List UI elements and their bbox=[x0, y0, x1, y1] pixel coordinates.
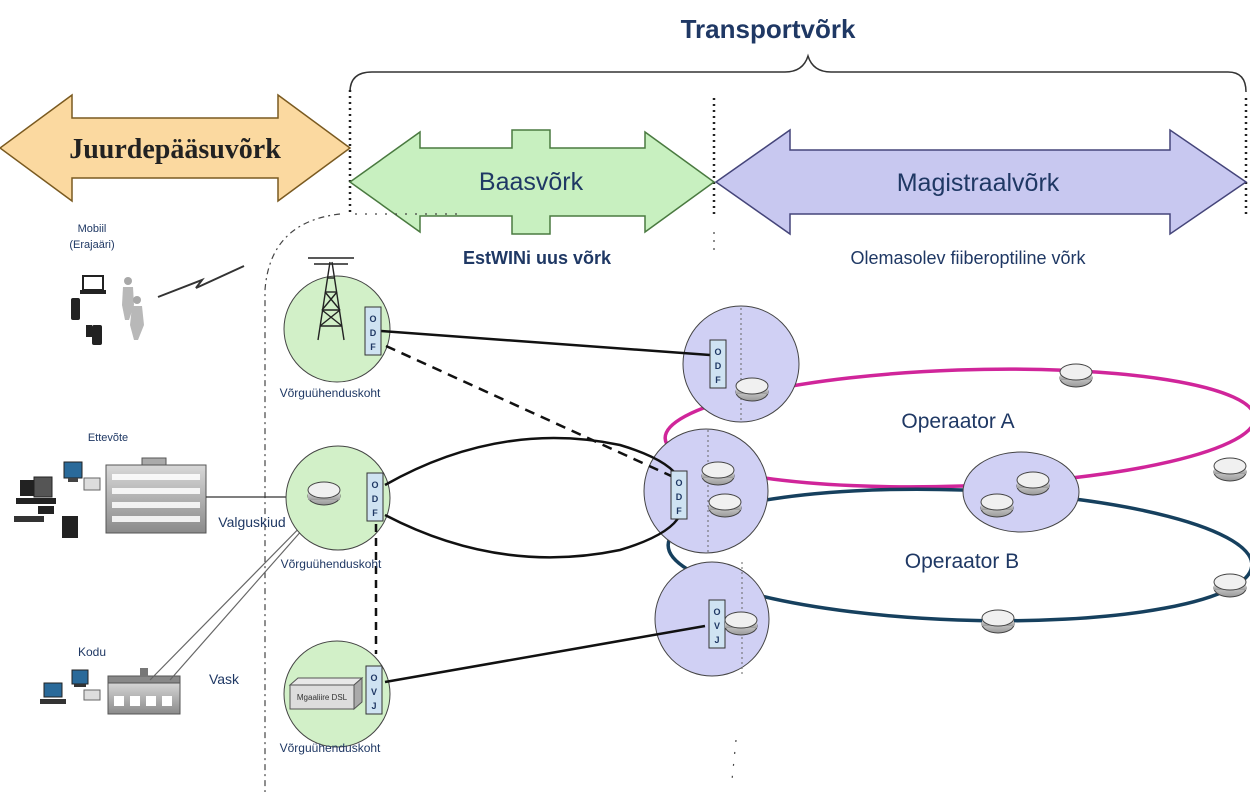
svg-text:D: D bbox=[370, 328, 377, 338]
home-computers-icon bbox=[40, 669, 101, 704]
operator-b-ring bbox=[666, 487, 1250, 623]
svg-text:O: O bbox=[371, 480, 378, 490]
operator-a-label: Operaator A bbox=[901, 410, 1014, 433]
svg-text:D: D bbox=[715, 361, 722, 371]
svg-text:O: O bbox=[675, 478, 682, 488]
person-icon bbox=[122, 277, 144, 340]
ovj-box-backbone-bottom: O V J bbox=[708, 599, 726, 649]
business-computers-icon bbox=[14, 461, 101, 538]
svg-text:F: F bbox=[676, 506, 682, 516]
dsl-device-icon: Mgaaliire DSL bbox=[288, 676, 364, 711]
backbone-node-middle bbox=[643, 428, 769, 554]
base-network-label: Baasvõrk bbox=[479, 168, 584, 196]
base-network-arrow: Baasvõrk bbox=[348, 129, 716, 235]
router-operator-b-right-icon bbox=[1213, 573, 1247, 598]
transport-brace bbox=[349, 53, 1247, 93]
access-network-arrow: Juurdepääsuvõrk bbox=[0, 93, 352, 203]
svg-text:O: O bbox=[369, 314, 376, 324]
svg-text:O: O bbox=[370, 673, 377, 683]
home-fiber-link bbox=[169, 511, 319, 681]
fiber-tower-to-core-dashed bbox=[385, 344, 681, 482]
backbone-network-arrow: Magistraalvõrk bbox=[714, 128, 1248, 236]
svg-text:J: J bbox=[371, 701, 376, 711]
svg-text:O: O bbox=[713, 607, 720, 617]
bottom-boundary-stub bbox=[731, 739, 737, 781]
router-access-fiber-icon bbox=[307, 481, 341, 506]
pop-label-middle: Võrguühenduskoht bbox=[281, 557, 382, 571]
mobile-devices-icon bbox=[71, 275, 106, 345]
copper-label: Vask bbox=[209, 671, 240, 687]
pop-label-bottom: Võrguühenduskoht bbox=[280, 741, 381, 755]
svg-text:D: D bbox=[372, 494, 379, 504]
operator-b-label: Operaator B bbox=[905, 550, 1019, 573]
home-copper-link bbox=[149, 510, 317, 681]
odf-box-backbone-middle: O D F bbox=[670, 470, 688, 520]
svg-text:D: D bbox=[676, 492, 683, 502]
access-boundary bbox=[264, 213, 341, 792]
router-backbone-top-icon bbox=[735, 377, 769, 402]
access-network-label: Juurdepääsuvõrk bbox=[69, 134, 281, 165]
svg-text:J: J bbox=[714, 635, 719, 645]
mobile-sublabel: (Erajaäri) bbox=[69, 239, 114, 251]
access-node-tower bbox=[283, 275, 391, 383]
cell-tower-icon bbox=[308, 257, 354, 341]
router-backbone-mid2-icon bbox=[708, 493, 742, 518]
backbone-network-subtitle: Olemasolev fiiberoptiline võrk bbox=[850, 248, 1086, 268]
svg-text:F: F bbox=[715, 375, 721, 385]
fiber-label: Valguskiud bbox=[218, 514, 285, 530]
router-backbone-bottom-icon bbox=[724, 611, 758, 636]
router-operator-a-top-icon bbox=[1059, 363, 1093, 388]
business-building-icon bbox=[105, 457, 207, 534]
fiber-loop-lower bbox=[384, 513, 682, 559]
odf-box-fiber: O D F bbox=[366, 472, 384, 522]
router-backbone-mid1-icon bbox=[701, 461, 735, 486]
wireless-link-icon bbox=[157, 265, 245, 298]
pop-label-top: Võrguühenduskoht bbox=[280, 386, 381, 400]
odf-box-backbone-top: O D F bbox=[709, 339, 727, 389]
fiber-tower-to-backbone bbox=[380, 329, 711, 357]
fiber-dsl-to-backbone bbox=[384, 624, 706, 684]
svg-text:F: F bbox=[372, 508, 378, 518]
fiber-loop-upper bbox=[384, 436, 682, 487]
mobile-label: Mobiil bbox=[78, 223, 107, 235]
svg-text:V: V bbox=[714, 621, 720, 631]
home-label: Kodu bbox=[78, 645, 106, 659]
home-building-icon bbox=[107, 668, 181, 715]
svg-text:F: F bbox=[370, 342, 376, 352]
diagram-title: Transportvõrk bbox=[681, 14, 856, 44]
router-core-2-icon bbox=[980, 493, 1014, 518]
odf-box-tower: O D F bbox=[364, 306, 382, 356]
ovj-box-dsl: O V J bbox=[365, 665, 383, 715]
svg-text:Mgaaliire DSL: Mgaaliire DSL bbox=[297, 693, 348, 702]
business-label: Ettevõte bbox=[88, 432, 128, 444]
operator-a-ring bbox=[663, 367, 1250, 489]
base-network-subtitle: EstWINi uus võrk bbox=[463, 248, 612, 268]
backbone-network-label: Magistraalvõrk bbox=[897, 169, 1060, 197]
router-operator-a-right-icon bbox=[1213, 457, 1247, 482]
svg-text:V: V bbox=[371, 687, 377, 697]
router-core-1-icon bbox=[1016, 471, 1050, 496]
svg-text:O: O bbox=[714, 347, 721, 357]
router-operator-b-bottom-icon bbox=[981, 609, 1015, 634]
